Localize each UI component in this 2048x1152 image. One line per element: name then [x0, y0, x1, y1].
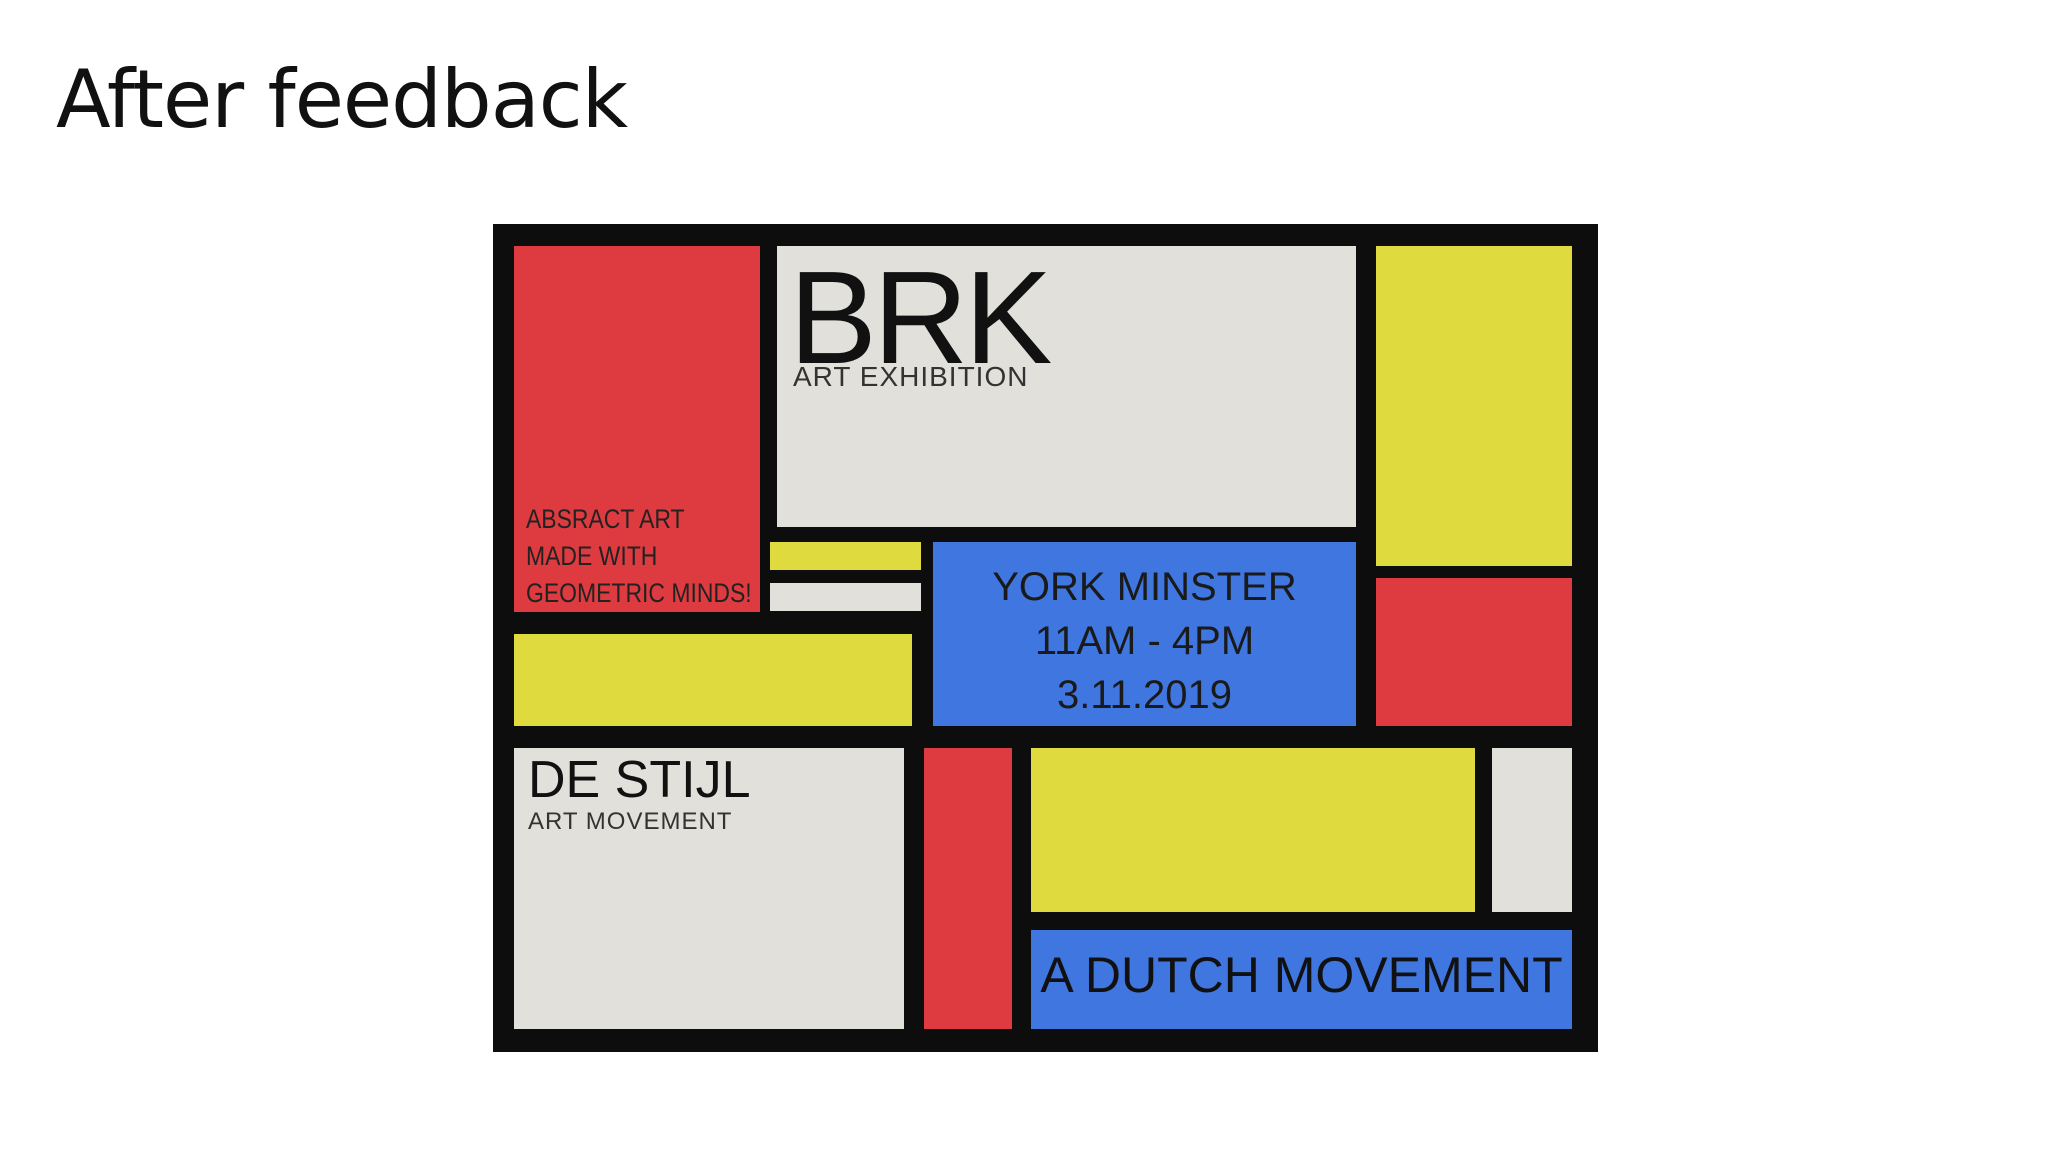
slide-title: After feedback	[56, 53, 628, 146]
venue-info-block: YORK MINSTER 11AM - 4PM 3.11.2019	[933, 542, 1356, 726]
movement-title: DE STIJL	[528, 751, 751, 809]
yellow-top-right-block	[1376, 246, 1572, 566]
venue-time: 11AM - 4PM	[1034, 619, 1255, 663]
footer-block: A DUTCH MOVEMENT	[1031, 930, 1572, 1029]
venue-date: 3.11.2019	[1057, 673, 1232, 717]
footer-text: A DUTCH MOVEMENT	[1040, 947, 1563, 1003]
red-tagline-block: ABSRACT ART MADE WITH GEOMETRIC MINDS!	[514, 246, 760, 612]
red-bottom-column	[924, 748, 1012, 1029]
grey-small-bottom-block	[1492, 748, 1572, 912]
tagline-line-1: ABSRACT ART	[526, 504, 685, 534]
yellow-wide-block	[514, 634, 912, 726]
tagline-line-3: GEOMETRIC MINDS!	[526, 578, 752, 608]
grey-movement-block: DE STIJL ART MOVEMENT	[514, 748, 904, 1029]
grey-title-block: BRK ART EXHIBITION	[777, 246, 1356, 527]
tagline-line-2: MADE WITH	[526, 541, 658, 571]
movement-subtitle: ART MOVEMENT	[528, 808, 733, 835]
grey-small-stripe	[770, 583, 921, 611]
brk-title: BRK	[789, 246, 1052, 391]
brk-subtitle: ART EXHIBITION	[793, 361, 1029, 392]
exhibition-poster: ABSRACT ART MADE WITH GEOMETRIC MINDS! B…	[493, 224, 1598, 1052]
venue-info: YORK MINSTER 11AM - 4PM 3.11.2019	[933, 560, 1356, 722]
tagline: ABSRACT ART MADE WITH GEOMETRIC MINDS!	[526, 501, 752, 612]
venue-place: YORK MINSTER	[992, 565, 1297, 609]
red-right-block	[1376, 578, 1572, 726]
yellow-small-stripe	[770, 542, 921, 570]
yellow-bottom-block	[1031, 748, 1475, 912]
